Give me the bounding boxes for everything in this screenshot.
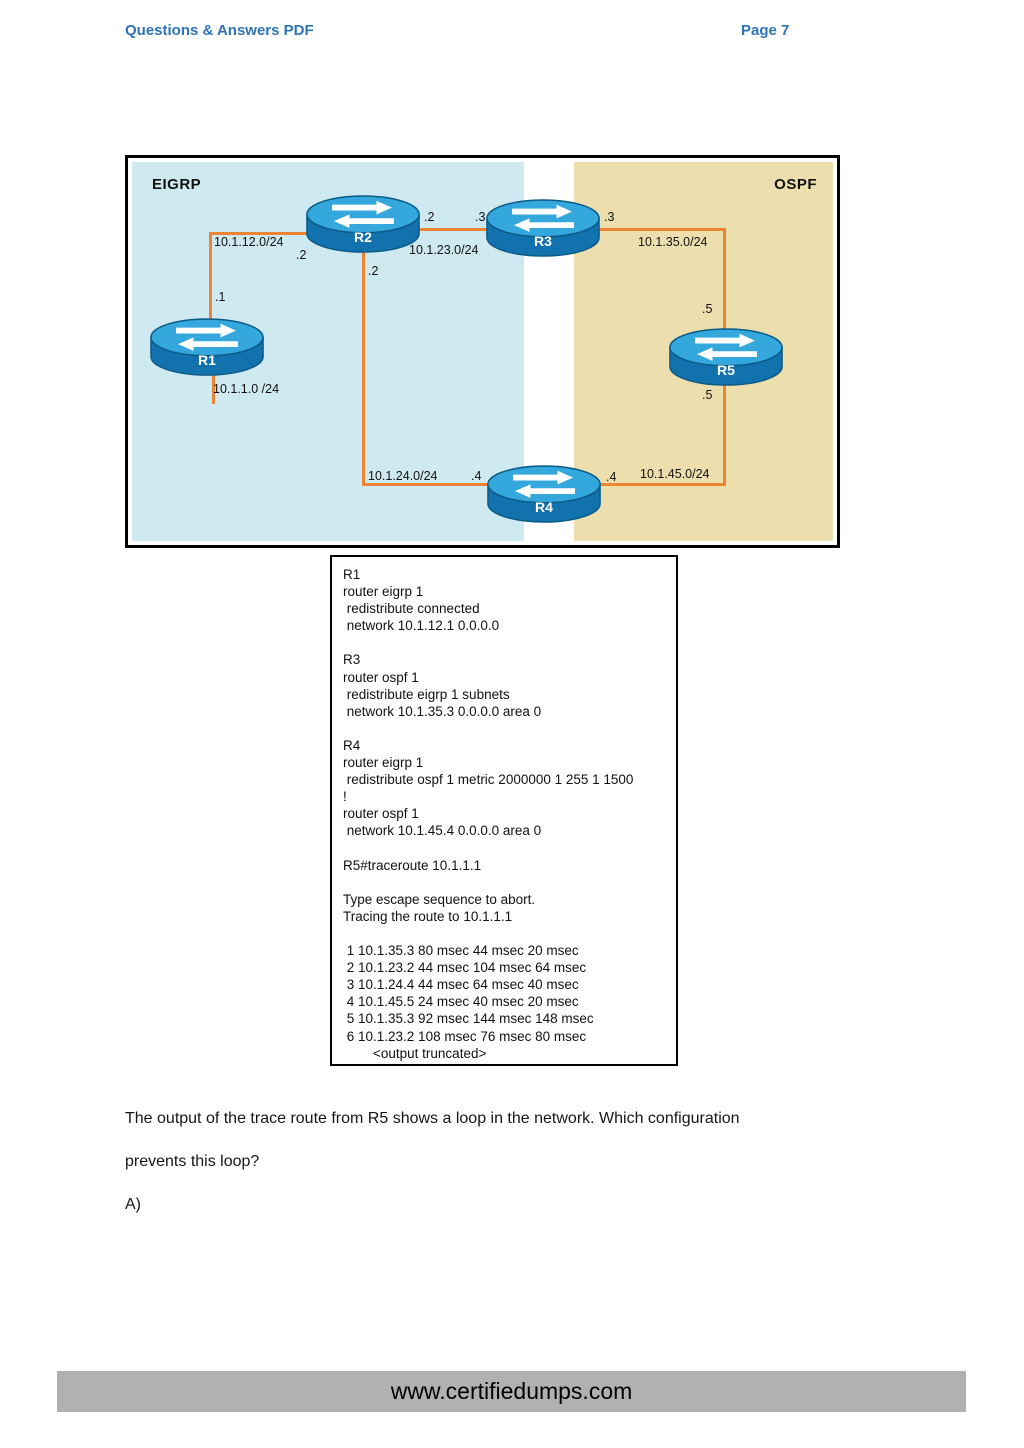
config-line: router ospf 1 — [343, 806, 419, 822]
subnet-label-10-1-45: 10.1.45.0/24 — [640, 467, 710, 481]
router-icon — [306, 195, 420, 253]
router-r4-label: R4 — [535, 499, 553, 515]
router-r2: R2 — [305, 193, 421, 255]
router-r5-label: R5 — [717, 362, 735, 378]
link-r3-r5-horizontal — [598, 228, 726, 231]
router-r3-label: R3 — [534, 233, 552, 249]
answer-option-a: A) — [125, 1196, 141, 1213]
link-r2-r4-horizontal — [362, 483, 496, 486]
config-line: router eigrp 1 — [343, 584, 424, 600]
config-line: ! — [343, 789, 347, 805]
config-line — [343, 874, 672, 891]
page-number: Page 7 — [741, 22, 790, 39]
eigrp-label: EIGRP — [152, 176, 202, 193]
if-label-r2-dot2-s24: .2 — [368, 264, 379, 278]
config-line: R1 — [343, 567, 361, 582]
config-line: 1 10.1.35.3 80 msec 44 msec 20 msec — [343, 943, 579, 959]
network-diagram: EIGRP OSPF 10.1.12.0/24 10.1.23.0/24 10.… — [125, 155, 840, 548]
config-line: router ospf 1 — [343, 669, 419, 685]
question-text-line2: prevents this loop? — [125, 1153, 260, 1170]
router-r2-label: R2 — [354, 229, 372, 245]
subnet-label-10-1-24: 10.1.24.0/24 — [368, 469, 438, 483]
link-r2-r3 — [416, 228, 488, 231]
link-r3-r5-vertical — [723, 228, 726, 338]
config-line: network 10.1.45.4 0.0.0.0 area 0 — [343, 823, 542, 839]
subnet-label-10-1-23: 10.1.23.0/24 — [409, 243, 479, 257]
if-label-r5-dot5-s45: .5 — [702, 388, 713, 402]
config-line: network 10.1.35.3 0.0.0.0 area 0 — [343, 703, 542, 719]
footer-url: www.certifiedumps.com — [390, 1378, 633, 1404]
config-line — [343, 840, 672, 857]
router-icon — [486, 199, 600, 257]
config-line — [343, 720, 672, 737]
router-icon — [669, 328, 783, 386]
if-label-r4-dot4-s24: .4 — [471, 469, 482, 483]
config-line: router eigrp 1 — [343, 755, 424, 771]
config-line: Tracing the route to 10.1.1.1 — [343, 908, 513, 924]
config-line: R4 — [343, 737, 361, 753]
if-label-r1-dot1: .1 — [215, 290, 226, 304]
link-r1-r2-horizontal — [209, 232, 309, 235]
subnet-label-10-1-12: 10.1.12.0/24 — [214, 235, 284, 249]
if-label-r2-dot2-s12: .2 — [296, 248, 307, 262]
subnet-label-10-1-1: 10.1.1.0 /24 — [213, 382, 280, 396]
if-label-r3-dot3-s35: .3 — [604, 210, 615, 224]
ospf-label: OSPF — [774, 176, 817, 193]
if-label-r2-dot2-s23: .2 — [424, 210, 435, 224]
config-line: R5#traceroute 10.1.1.1 — [343, 857, 482, 873]
link-r5-r4-horizontal — [593, 483, 726, 486]
config-line: Type escape sequence to abort. — [343, 891, 536, 907]
link-r1-r2-vertical — [209, 232, 212, 322]
router-r4: R4 — [486, 463, 602, 525]
config-line: redistribute ospf 1 metric 2000000 1 255… — [343, 772, 634, 788]
config-line: redistribute eigrp 1 subnets — [343, 686, 510, 702]
config-line: 5 10.1.35.3 92 msec 144 msec 148 msec — [343, 1011, 594, 1027]
config-line: 3 10.1.24.4 44 msec 64 msec 40 msec — [343, 977, 579, 993]
config-line: 6 10.1.23.2 108 msec 76 msec 80 msec — [343, 1028, 587, 1044]
config-line: network 10.1.12.1 0.0.0.0 — [343, 618, 500, 634]
document-title: Questions & Answers PDF — [125, 22, 314, 39]
question-text-line1: The output of the trace route from R5 sh… — [125, 1110, 740, 1127]
link-r5-r4-vertical — [723, 380, 726, 486]
config-line — [343, 925, 672, 942]
link-r1-lan-stub — [212, 370, 215, 404]
link-r2-r4-vertical — [362, 246, 365, 486]
router-icon — [487, 465, 601, 523]
if-label-r4-dot4-s45: .4 — [606, 470, 617, 484]
config-line: 4 10.1.45.5 24 msec 40 msec 20 msec — [343, 994, 579, 1010]
router-r1: R1 — [149, 316, 265, 378]
router-r5: R5 — [668, 326, 784, 388]
config-line: redistribute connected — [343, 601, 480, 617]
config-line: <output truncated> — [343, 1045, 487, 1061]
router-r3: R3 — [485, 197, 601, 259]
if-label-r5-dot5-s35: .5 — [702, 302, 713, 316]
config-line: R3 — [343, 652, 361, 668]
subnet-label-10-1-35: 10.1.35.0/24 — [638, 235, 708, 249]
if-label-r3-dot3-s23: .3 — [475, 210, 486, 224]
config-line — [343, 634, 672, 651]
router-r1-label: R1 — [198, 352, 216, 368]
router-icon — [150, 318, 264, 376]
config-line: 2 10.1.23.2 44 msec 104 msec 64 msec — [343, 960, 587, 976]
footer-bar: www.certifiedumps.com — [57, 1371, 966, 1412]
